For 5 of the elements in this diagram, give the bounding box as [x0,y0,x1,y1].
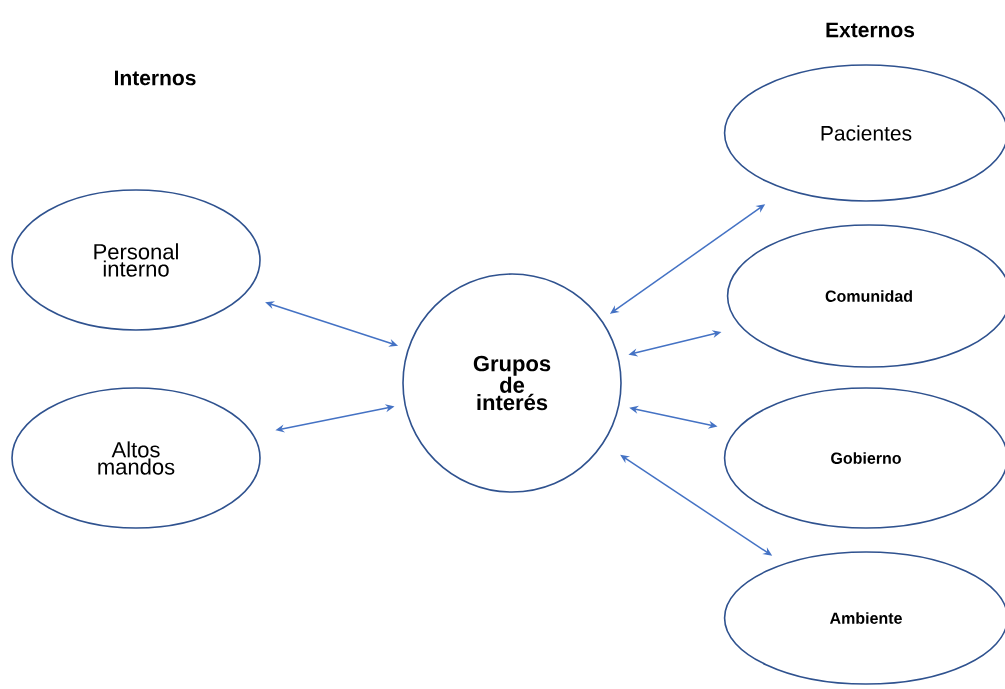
circle-node: Grupos de interés [402,273,622,493]
ellipse-node: Personal interno [11,189,261,331]
group-heading: Externos [826,22,915,38]
group-heading: Internos [115,70,196,86]
ellipse-node: Altos mandos [11,387,261,529]
